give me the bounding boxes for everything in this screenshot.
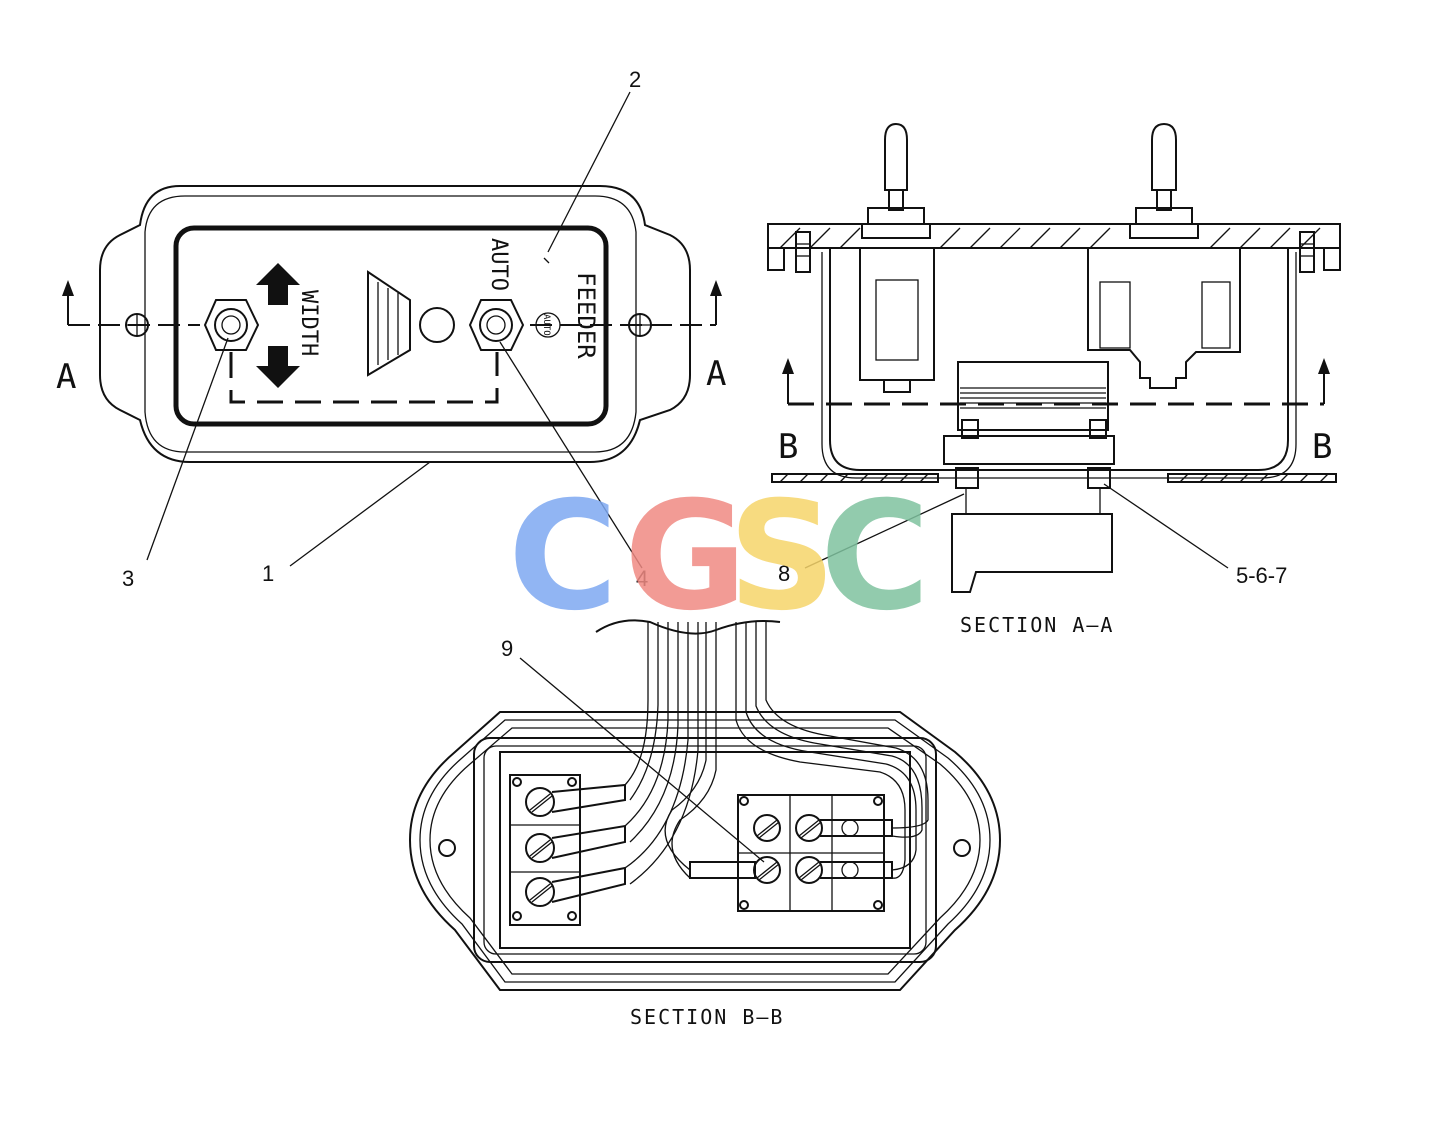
auto-label: AUTO: [486, 238, 511, 291]
section-b-b-title: SECTION B–B: [630, 1005, 784, 1029]
callout-1: 1: [262, 561, 274, 586]
feeder-symbol-icon: [367, 270, 455, 377]
callout-8: 8: [778, 561, 790, 586]
leader-lines: [146, 91, 1229, 863]
callout-4: 4: [636, 566, 648, 591]
section-mark-a-right: A: [706, 354, 726, 394]
section-a-a-view: [767, 122, 1341, 593]
width-toggle-nut: [203, 299, 260, 351]
width-label: WIDTH: [296, 290, 321, 356]
feeder-toggle-nut: [468, 299, 525, 351]
watermark-logo: C G S C: [508, 470, 930, 644]
callout-2: 2: [629, 67, 641, 92]
section-mark-b-right: B: [1312, 427, 1332, 467]
left-terminal-screws: [525, 787, 555, 907]
width-down-arrow-icon: [256, 346, 300, 388]
callout-9: 9: [501, 636, 513, 661]
section-a-a-title: SECTION A–A: [960, 613, 1114, 637]
feeder-label: FEEDER: [572, 272, 600, 359]
callout-3: 3: [122, 566, 134, 591]
section-b-b-view: [408, 619, 1002, 991]
wire-bundle: [624, 622, 929, 885]
watermark-letter-c2: C: [820, 470, 930, 644]
section-mark-b-left: B: [778, 427, 798, 467]
watermark-letter-c1: C: [508, 470, 618, 644]
switch-panel-front-view: AUTO WIDTH AUTO FEEDER: [62, 185, 722, 463]
callout-5-6-7: 5-6-7: [1236, 563, 1287, 588]
watermark-letter-g: G: [624, 470, 747, 644]
section-mark-a-left: A: [56, 357, 76, 397]
watermark-letter-s: S: [728, 470, 836, 644]
right-terminal-screws: [753, 814, 823, 884]
width-up-arrow-icon: [256, 263, 300, 305]
